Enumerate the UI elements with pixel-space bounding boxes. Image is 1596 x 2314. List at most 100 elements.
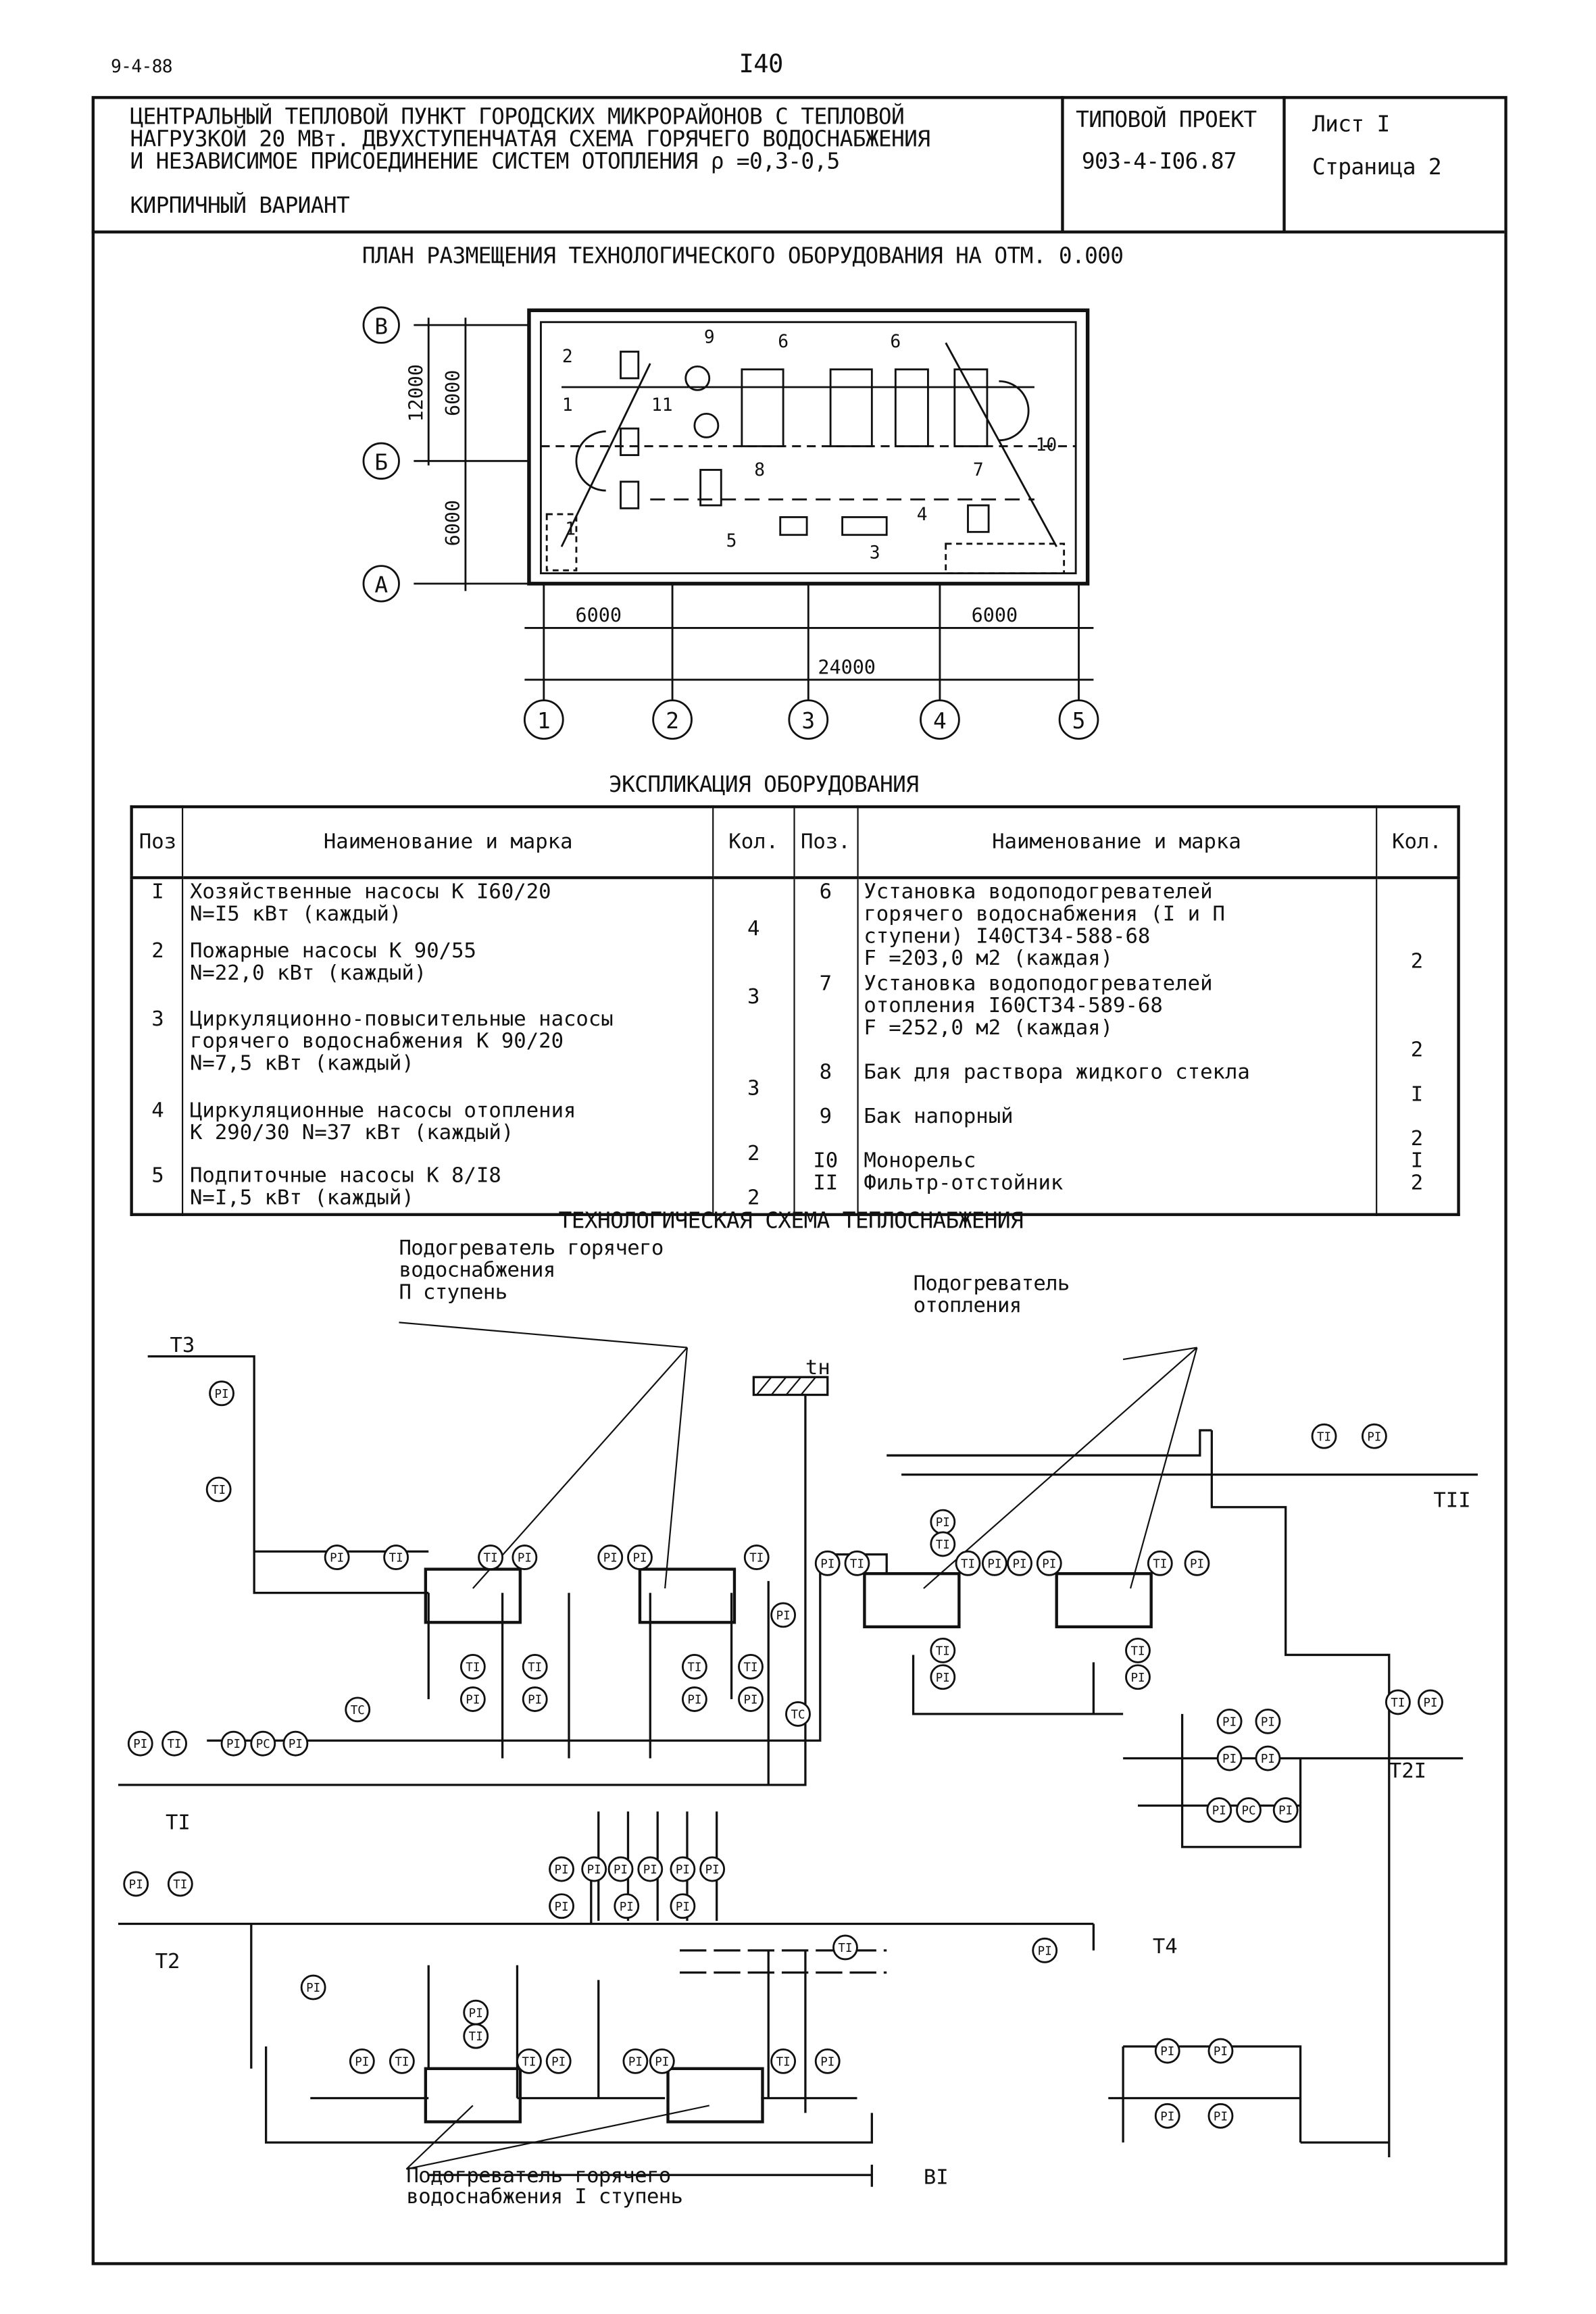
instrument-pi-icon: PI: [930, 1664, 956, 1690]
title-block-divider: [91, 230, 1505, 234]
instrument-pi-icon: PI: [1036, 1550, 1062, 1576]
instrument-pi-icon: PI: [300, 1974, 326, 2001]
instrument-pi-icon: PI: [324, 1544, 350, 1571]
header-name: Наименование и марка: [856, 807, 1377, 880]
svg-text:PI: PI: [1423, 1696, 1437, 1710]
svg-text:PI: PI: [776, 1609, 791, 1623]
axis-label-v: В: [374, 313, 388, 339]
equipment-plan: В Б А 1 2 3 4 5 6000 6000 24000 12000 60…: [362, 306, 1099, 740]
instrument-ti-icon: TI: [1385, 1689, 1411, 1715]
equipment-marker: 5: [726, 531, 737, 551]
header-pos: Поз: [130, 807, 184, 880]
sheet-number: Лист I: [1312, 111, 1390, 138]
svg-text:PI: PI: [518, 1552, 532, 1565]
svg-text:PI: PI: [614, 1863, 628, 1877]
label-heating-heater: Подогреватель отопления: [913, 1272, 1070, 1318]
svg-text:PI: PI: [528, 1694, 542, 1707]
explication-name: Пожарные насосы К 90/55 N=22,0 кВт (кажд…: [189, 939, 476, 986]
leader-lines: [399, 1322, 1198, 2170]
instrument-pi-icon: PI: [1154, 2038, 1180, 2064]
explication-table: Поз Наименование и марка Кол. Поз. Наиме…: [130, 805, 1460, 1216]
dimension-lines: [414, 318, 1094, 701]
svg-text:TI: TI: [687, 1661, 701, 1674]
instrument-ti-icon: TI: [930, 1531, 956, 1557]
svg-text:TI: TI: [776, 2055, 791, 2069]
axis-label-b: Б: [374, 449, 388, 475]
svg-text:PI: PI: [1042, 1557, 1056, 1571]
instrument-ti-icon: TI: [522, 1654, 548, 1680]
sheet-title: ЦЕНТРАЛЬНЫЙ ТЕПЛОВОЙ ПУНКТ ГОРОДСКИХ МИК…: [130, 103, 930, 175]
instrument-pi-icon: PI: [549, 1893, 574, 1919]
header-qty: Кол.: [712, 807, 795, 880]
instrument-pi-icon: PI: [1207, 2103, 1234, 2129]
svg-text:PI: PI: [555, 1901, 569, 1914]
variant-label: КИРПИЧНЫЙ ВАРИАНТ: [130, 192, 350, 219]
instrument-pi-icon: PI: [545, 2048, 572, 2074]
plan-title: ПЛАН РАЗМЕЩЕНИЯ ТЕХНОЛОГИЧЕСКОГО ОБОРУДО…: [361, 242, 1124, 270]
instrument-pi-icon: PI: [681, 1686, 707, 1712]
explication-qty: I: [1410, 1149, 1424, 1174]
svg-text:PI: PI: [555, 1863, 569, 1877]
svg-text:PI: PI: [1190, 1557, 1204, 1571]
dim-upper: 6000: [442, 370, 464, 416]
svg-text:PI: PI: [643, 1863, 657, 1877]
axis-bubbles: [362, 306, 1099, 740]
instrument-pi-icon: PI: [649, 2048, 675, 2074]
svg-text:PI: PI: [466, 1694, 480, 1707]
instrument-ti-icon: TI: [1147, 1550, 1173, 1576]
svg-text:TC: TC: [351, 1704, 365, 1717]
equipment-marker: 10: [1036, 435, 1057, 455]
explication-qty: 2: [1410, 1172, 1424, 1196]
header-name: Наименование и марка: [182, 807, 714, 880]
pipe-label-t11: ТII: [1433, 1489, 1470, 1513]
explication-name: Фильтр-отстойник: [864, 1172, 1064, 1196]
explication-name: Бак напорный: [864, 1105, 1014, 1129]
heater-hw2-b: [638, 1567, 737, 1624]
svg-text:PI: PI: [1160, 2110, 1174, 2123]
instrument-ti-icon: TI: [161, 1730, 187, 1757]
sheet-frame: [91, 96, 1507, 2265]
svg-text:TI: TI: [522, 2055, 536, 2069]
instrument-pi-icon: PI: [220, 1730, 247, 1757]
svg-text:PI: PI: [676, 1901, 690, 1914]
svg-text:PI: PI: [936, 1516, 950, 1530]
explication-pos: 2: [151, 939, 164, 963]
page-label: Страница 2: [1312, 153, 1442, 180]
outdoor-sensor-hatch: [752, 1376, 829, 1397]
instrument-pi-icon: PI: [670, 1893, 696, 1919]
svg-text:TI: TI: [749, 1552, 764, 1565]
svg-text:PI: PI: [129, 1878, 143, 1892]
instrument-pi-icon: PI: [622, 2048, 649, 2074]
svg-text:PI: PI: [330, 1552, 344, 1565]
svg-text:PI: PI: [226, 1738, 241, 1751]
instrument-pi-icon: PI: [282, 1730, 309, 1757]
svg-text:PI: PI: [676, 1863, 690, 1877]
equipment-marker: 1: [565, 520, 576, 540]
instrument-ti-icon: TI: [770, 2048, 797, 2074]
equipment-marker: 6: [890, 332, 901, 352]
heater-heating-a: [863, 1571, 961, 1629]
instrument-pi-icon: PI: [1255, 1745, 1281, 1771]
dim-total-height: 12000: [405, 364, 427, 422]
instrument-ti-icon: TI: [463, 2023, 489, 2049]
instrument-pi-icon: PI: [1272, 1797, 1299, 1823]
svg-text:PI: PI: [1214, 2045, 1228, 2059]
pipe-label-t3: Т3: [170, 1334, 195, 1357]
svg-text:TI: TI: [1153, 1557, 1167, 1571]
explication-pos: I: [151, 880, 164, 905]
instrument-pi-icon: PI: [1361, 1423, 1387, 1449]
instrument-ti-icon: TI: [743, 1544, 770, 1571]
instrument-pi-icon: PI: [1206, 1797, 1232, 1823]
svg-text:TI: TI: [1317, 1430, 1331, 1444]
instrument-pc-icon: PC: [250, 1730, 276, 1757]
axis-label-1: 1: [537, 708, 551, 734]
instrument-pi-icon: PI: [127, 1730, 153, 1757]
explication-qty: 2: [1410, 1127, 1424, 1151]
axis-label-5: 5: [1072, 708, 1086, 734]
